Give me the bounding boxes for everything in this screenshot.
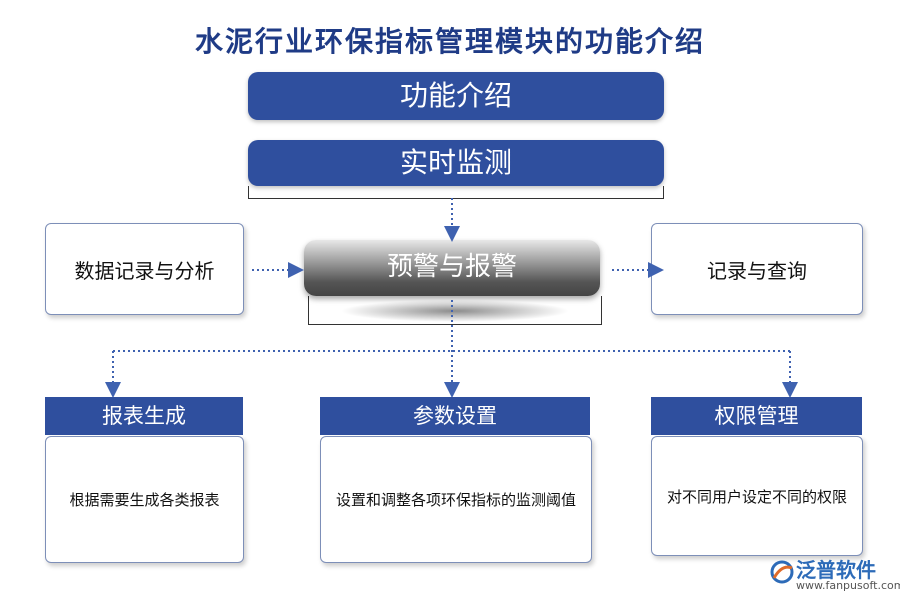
monitor-node-outline (248, 186, 664, 199)
record-query-node: 记录与查询 (651, 223, 863, 315)
perm-card-header: 权限管理 (651, 397, 862, 435)
monitor-node: 实时监测 (248, 140, 664, 186)
report-card-header: 报表生成 (45, 397, 243, 435)
intro-node: 功能介绍 (248, 72, 664, 120)
logo-icon (770, 560, 794, 584)
alarm-node-outline (308, 296, 602, 325)
alarm-node: 预警与报警 (304, 240, 600, 296)
logo-url: www.fanpusoft.com (796, 579, 900, 592)
logo-name: 泛普软件 (796, 558, 876, 582)
page-title: 水泥行业环保指标管理模块的功能介绍 (194, 25, 705, 58)
brand-logo: 泛普软件 www.fanpusoft.com (770, 554, 900, 598)
alarm-node-shadow (340, 300, 570, 322)
param-card-body: 设置和调整各项环保指标的监测阈值 (320, 436, 592, 563)
report-card-body: 根据需要生成各类报表 (45, 436, 244, 563)
param-card-header: 参数设置 (320, 397, 590, 435)
data-analysis-node: 数据记录与分析 (45, 223, 244, 315)
perm-card-body: 对不同用户设定不同的权限 (651, 436, 863, 556)
